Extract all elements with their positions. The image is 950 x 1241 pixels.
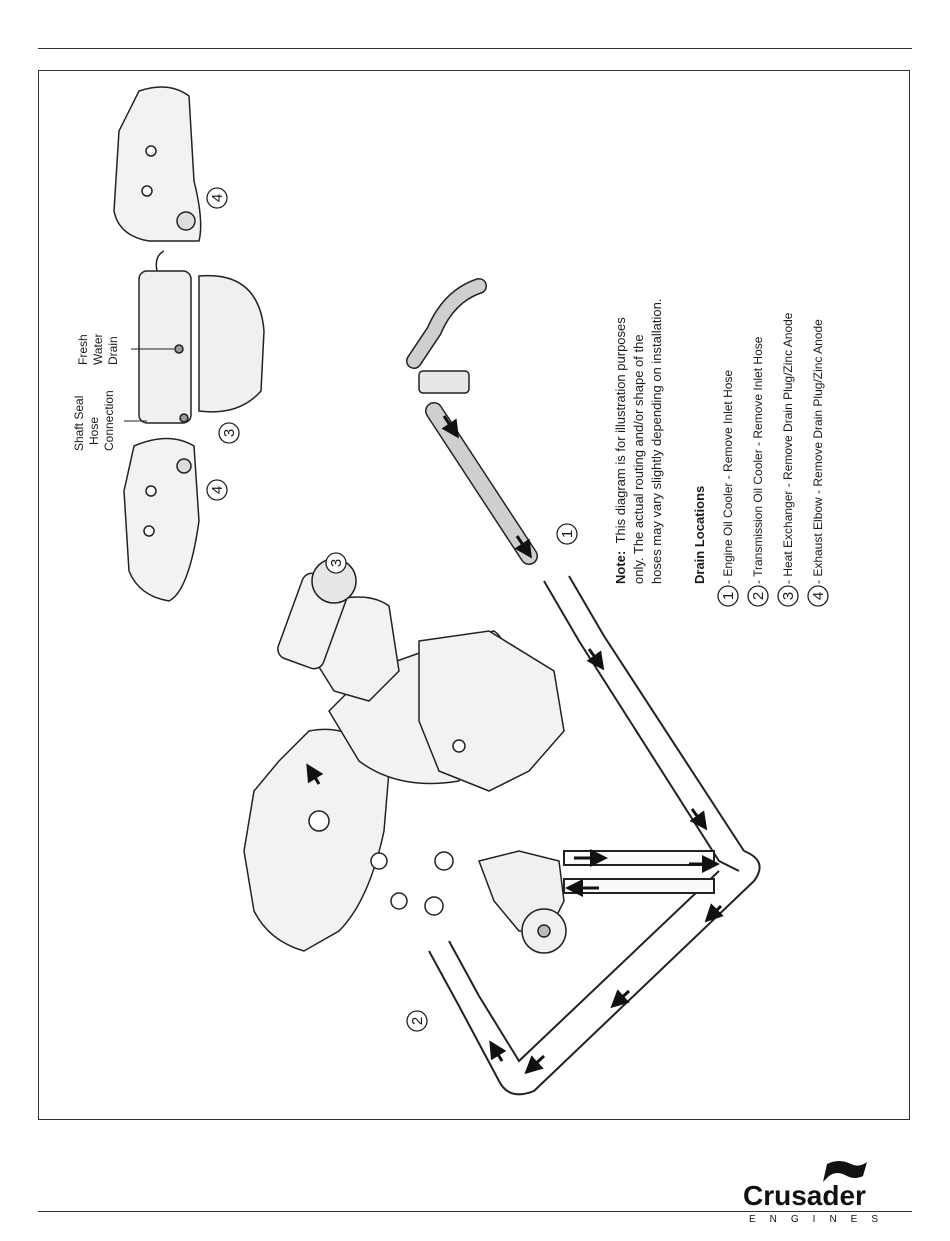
heat-exchanger-top — [138, 250, 265, 424]
legend-text-1: - Engine Oil Cooler - Remove Inlet Hose — [721, 370, 735, 584]
legend-num-1: 1 — [720, 592, 737, 600]
note-block: Note: This diagram is for illustration p… — [613, 299, 664, 584]
svg-text:4: 4 — [209, 194, 226, 202]
legend-title: Drain Locations — [692, 486, 707, 584]
drain-locations-legend: Drain Locations 1 - Engine Oil Cooler - … — [692, 312, 829, 607]
svg-text:3: 3 — [221, 429, 238, 437]
callout-3-top: 3 — [218, 422, 240, 444]
note-line-2: only. The actual routing and/or shape of… — [631, 334, 646, 584]
legend-text-4: - Exhaust Elbow - Remove Drain Plug/Zinc… — [811, 319, 825, 584]
callout-1: 1 — [556, 523, 578, 545]
callout-4-right: 4 — [206, 187, 228, 209]
svg-text:3: 3 — [328, 559, 345, 567]
note-line-1: This diagram is for illustration purpose… — [613, 317, 628, 544]
flow-arrows — [306, 415, 724, 1075]
drain-diagram: Shaft Seal Hose Connection Fresh Water D… — [72, 86, 829, 1096]
engine-block — [243, 558, 565, 952]
flag-icon — [823, 1161, 867, 1182]
fresh-water-label: Fresh Water Drain — [76, 333, 174, 365]
note-line-3: hoses may vary slightly depending on ins… — [649, 299, 664, 584]
inlet-hose — [406, 278, 538, 565]
callout-4-left: 4 — [206, 479, 228, 501]
shaft-seal-line-2: Hose — [87, 417, 101, 445]
shaft-seal-line-1: Shaft Seal — [72, 396, 86, 451]
legend-text-2: - Transmission Oil Cooler - Remove Inlet… — [751, 336, 765, 584]
svg-text:1: 1 — [559, 530, 576, 538]
exhaust-elbow-top — [113, 86, 202, 242]
water-pump — [478, 850, 567, 954]
shaft-seal-line-3: Connection — [102, 390, 116, 451]
fresh-water-line-3: Drain — [106, 336, 120, 365]
legend-num-4: 4 — [810, 592, 827, 600]
note-label: Note: — [613, 551, 628, 584]
bottom-rule — [38, 1211, 912, 1212]
top-rule — [38, 48, 912, 49]
svg-text:2: 2 — [409, 1017, 426, 1025]
crusader-logo: Crusader ENGINES — [735, 1158, 900, 1228]
fresh-water-line-2: Water — [91, 333, 105, 365]
svg-text:4: 4 — [209, 486, 226, 494]
logo-name: Crusader — [743, 1180, 866, 1211]
shaft-seal-label: Shaft Seal Hose Connection — [72, 390, 147, 451]
fresh-water-line-1: Fresh — [76, 334, 90, 365]
logo-subtitle: ENGINES — [749, 1214, 893, 1225]
diagram-frame: Shaft Seal Hose Connection Fresh Water D… — [38, 70, 910, 1120]
svg-text:Note: This diagram is fo: Note: This diagram is for illustration p… — [613, 317, 628, 584]
legend-text-3: - Heat Exchanger - Remove Drain Plug/Zin… — [781, 312, 795, 584]
legend-num-2: 2 — [750, 592, 767, 600]
legend-num-3: 3 — [780, 592, 797, 600]
callout-2: 2 — [406, 1010, 428, 1032]
exhaust-elbow-left — [123, 437, 200, 602]
callout-3-engine: 3 — [325, 552, 347, 574]
